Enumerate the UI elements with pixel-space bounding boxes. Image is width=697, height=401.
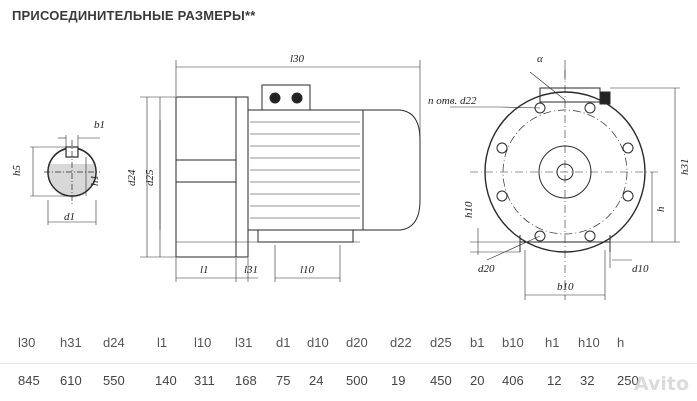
label-l10: l10 — [300, 264, 315, 276]
header-cell: h1 — [545, 335, 560, 350]
value-cell: 32 — [580, 373, 595, 388]
header-cell: h — [617, 335, 625, 350]
header-cell: d10 — [307, 335, 329, 350]
motor-dimension-drawing: l30 b1 h5 h1 d1 d24 d25 l1 l31 l10 α n о… — [11, 53, 691, 300]
dimensions-table: l30 h31 d24 l1 l10 l31 d1 d10 d20 d22 d2… — [0, 330, 697, 401]
label-b10: b10 — [557, 281, 574, 293]
header-cell: d20 — [346, 335, 368, 350]
label-d25: d25 — [144, 169, 156, 186]
header-cell: l10 — [194, 335, 212, 350]
watermark: Avito — [633, 373, 689, 395]
motor-side-view — [140, 60, 421, 282]
header-cell: h31 — [60, 335, 82, 350]
label-l30: l30 — [290, 53, 305, 65]
label-h5: h5 — [11, 165, 23, 177]
label-l1: l1 — [200, 264, 209, 276]
header-cell: b10 — [502, 335, 524, 350]
value-cell: 140 — [155, 373, 177, 388]
table-value-row: 845 610 550 140 311 168 75 24 500 19 450… — [0, 373, 697, 393]
value-cell: 550 — [103, 373, 125, 388]
value-cell: 500 — [346, 373, 368, 388]
value-cell: 75 — [276, 373, 291, 388]
table-header-row: l30 h31 d24 l1 l10 l31 d1 d10 d20 d22 d2… — [0, 335, 697, 355]
page-title: ПРИСОЕДИНИТЕЛЬНЫЕ РАЗМЕРЫ** — [12, 8, 256, 23]
label-h: h — [655, 206, 667, 212]
shaft-end-view — [30, 135, 100, 225]
label-h1: h1 — [89, 175, 101, 186]
header-cell: d1 — [276, 335, 291, 350]
label-d1: d1 — [64, 211, 75, 223]
label-l31: l31 — [244, 264, 258, 276]
header-cell: h10 — [578, 335, 600, 350]
value-cell: 845 — [18, 373, 40, 388]
label-n-d22: n отв. d22 — [428, 95, 477, 107]
value-cell: 12 — [547, 373, 562, 388]
value-cell: 168 — [235, 373, 257, 388]
value-cell: 610 — [60, 373, 82, 388]
label-d10: d10 — [632, 263, 649, 275]
value-cell: 250 — [617, 373, 639, 388]
value-cell: 311 — [194, 373, 215, 388]
label-h10: h10 — [463, 201, 475, 218]
header-cell: b1 — [470, 335, 485, 350]
value-cell: 406 — [502, 373, 524, 388]
value-cell: 19 — [391, 373, 406, 388]
label-d20: d20 — [478, 263, 495, 275]
label-b1: b1 — [94, 119, 105, 131]
value-cell: 20 — [470, 373, 485, 388]
header-cell: l1 — [157, 335, 168, 350]
label-h31: h31 — [679, 159, 691, 176]
header-cell: d25 — [430, 335, 452, 350]
header-cell: d22 — [390, 335, 412, 350]
value-cell: 450 — [430, 373, 452, 388]
flange-front-view — [450, 60, 680, 300]
label-alpha: α — [537, 53, 543, 65]
table-divider — [0, 363, 697, 364]
value-cell: 24 — [309, 373, 324, 388]
label-d24: d24 — [126, 169, 138, 186]
header-cell: l30 — [18, 335, 36, 350]
header-cell: l31 — [235, 335, 253, 350]
header-cell: d24 — [103, 335, 125, 350]
